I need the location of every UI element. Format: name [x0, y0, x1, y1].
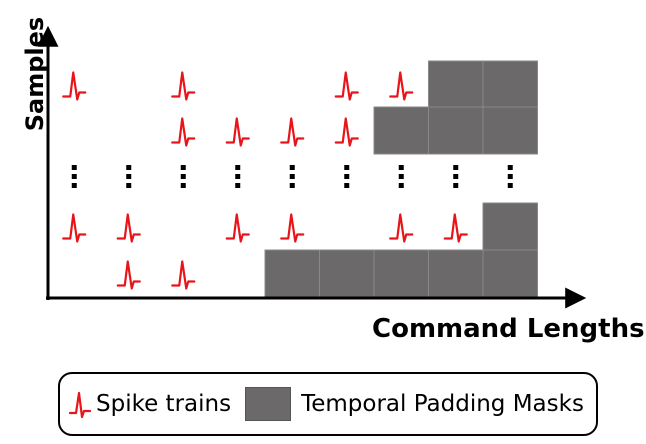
- ellipsis-dots: [126, 165, 132, 188]
- padding-mask-cell: [373, 249, 429, 298]
- padding-mask-cell: [373, 106, 429, 155]
- ellipsis-dots: [398, 165, 404, 188]
- legend-spike-label: Spike trains: [96, 391, 232, 417]
- spike-train-icon: [334, 71, 359, 101]
- spike-train-icon: [225, 213, 250, 243]
- ellipsis-dots: [344, 165, 350, 188]
- spike-train-icon: [116, 213, 141, 243]
- spike-train-icon: [171, 71, 196, 101]
- padding-mask-cell: [319, 249, 375, 298]
- spike-train-icon: [116, 260, 141, 290]
- spike-train-icon: [280, 213, 305, 243]
- padding-mask-cell: [428, 106, 484, 155]
- x-axis-label: Command Lengths: [372, 314, 645, 344]
- legend: Spike trains Temporal Padding Masks: [58, 372, 598, 436]
- spike-train-icon: [389, 71, 414, 101]
- spike-train-icon: [171, 117, 196, 147]
- spike-train-icon: [171, 260, 196, 290]
- spike-train-icon: [225, 117, 250, 147]
- ellipsis-dots: [507, 165, 513, 188]
- padding-mask-cell: [482, 60, 538, 109]
- ellipsis-dots: [71, 165, 77, 188]
- padding-mask-cell: [264, 249, 320, 298]
- spike-train-icon: [443, 213, 468, 243]
- padding-mask-cell: [482, 249, 538, 298]
- spike-train-icon: [62, 71, 87, 101]
- y-axis-label: Samples: [21, 16, 50, 132]
- spike-train-icon: [280, 117, 305, 147]
- legend-mask-label: Temporal Padding Masks: [301, 391, 584, 417]
- padding-mask-cell: [482, 106, 538, 155]
- grid-cells: [62, 60, 538, 298]
- spike-train-icon: [62, 213, 87, 243]
- spike-train-icon: [334, 117, 359, 147]
- mask-swatch: [245, 387, 292, 421]
- padding-mask-cell: [428, 60, 484, 109]
- ellipsis-dots: [453, 165, 459, 188]
- ellipsis-dots: [289, 165, 295, 188]
- padding-mask-cell: [428, 249, 484, 298]
- padding-mask-cell: [482, 202, 538, 251]
- ellipsis-dots: [235, 165, 241, 188]
- spike-train-icon: [389, 213, 414, 243]
- ellipsis-dots: [180, 165, 186, 188]
- spike-train-icon: [68, 391, 92, 419]
